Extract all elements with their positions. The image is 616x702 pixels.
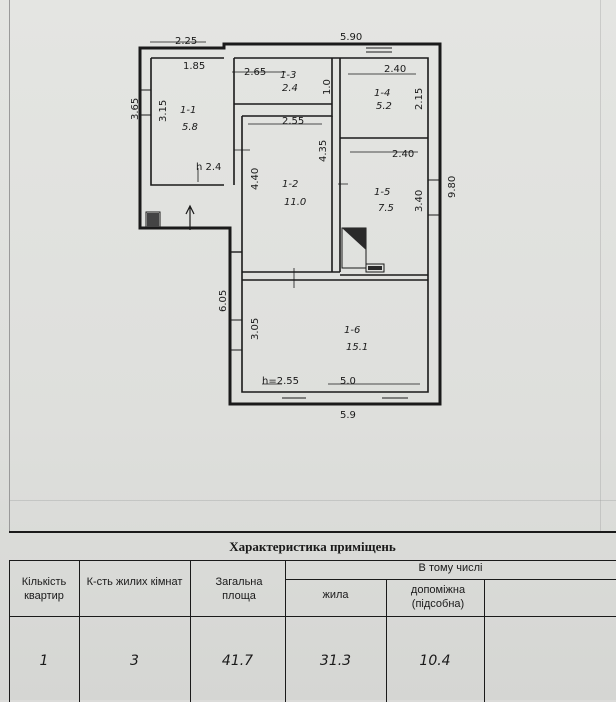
room-id: 1-5 (374, 187, 390, 198)
room-area: 2.4 (282, 83, 298, 94)
dimension-label: 9.80 (447, 176, 458, 198)
dimension-label: 1.85 (183, 61, 205, 72)
dimension-label: 2.15 (414, 88, 425, 110)
header-living: жила (322, 589, 349, 601)
table-col-divider (484, 579, 485, 702)
window-top (366, 43, 392, 53)
dimension-ticks (150, 41, 420, 385)
header-total-area: Загальна площа (215, 576, 263, 602)
table-title: Характеристика приміщень (229, 539, 396, 554)
dimension-label: 3.40 (414, 190, 425, 212)
window-right (428, 179, 440, 216)
header-living-rooms: К-сть жилих кімнат (86, 576, 183, 588)
room-1-2: 1-2 11.0 (282, 179, 306, 208)
dimension-label: 4.40 (250, 168, 261, 190)
wall-1-4-bottom (331, 58, 428, 272)
room-id: 1-3 (280, 70, 296, 81)
room-id: 1-2 (282, 179, 298, 190)
table-rule (285, 579, 616, 580)
room-1-3: 1-3 2.4 (280, 70, 298, 94)
dimension-label: 3.65 (130, 98, 141, 120)
entrance-arrow (185, 204, 195, 230)
dimension-label: h 2.4 (196, 162, 221, 173)
table-rule (9, 560, 616, 561)
dimension-label: 2.25 (175, 36, 197, 47)
room-area: 15.1 (346, 342, 368, 353)
table-col-divider (9, 560, 10, 702)
porch-step (145, 211, 161, 229)
floor-plan: 2.25 5.90 1.85 2.65 2.40 2.55 2.40 h 2.4… (130, 32, 458, 421)
room-area: 7.5 (378, 203, 394, 214)
header-apartments: Кількість квартир (21, 576, 67, 602)
room-id: 1-6 (344, 325, 360, 336)
wall-1-5-bottom (242, 271, 428, 281)
window-bottom (282, 391, 306, 405)
room-1-4: 1-4 5.2 (374, 88, 392, 112)
value-apartments: 1 (39, 653, 49, 669)
window-left-1 (140, 89, 151, 116)
table-col-divider (285, 560, 286, 702)
room-area: 5.2 (376, 101, 392, 112)
table-col-divider (386, 579, 387, 702)
dimension-label: 3.05 (250, 318, 261, 340)
stove-pipe-fill (368, 266, 382, 270)
stove-shade (342, 228, 366, 250)
value-auxiliary: 10.4 (419, 653, 451, 669)
table-col-divider (79, 560, 80, 702)
outer-wall (138, 42, 442, 406)
faint-line-bottom (9, 500, 616, 501)
dimension-label: h=2.55 (262, 376, 299, 387)
dimension-label: 5.90 (340, 32, 362, 43)
porch-step-fill (147, 213, 159, 227)
header-including: В тому числі (418, 562, 483, 574)
dimension-label: 1.0 (322, 79, 333, 95)
table-rule (9, 616, 616, 617)
room-1-6: 1-6 15.1 (344, 325, 368, 353)
wall-1-3 (233, 58, 332, 185)
value-living: 31.3 (319, 653, 352, 669)
dimension-label: 4.35 (318, 140, 329, 162)
room-area: 5.8 (182, 122, 198, 133)
inner-outline (150, 57, 429, 393)
room-id: 1-1 (180, 105, 196, 116)
dimension-label: 5.9 (340, 410, 356, 421)
room-1-1: 1-1 5.8 (180, 105, 198, 133)
room-area: 11.0 (284, 197, 306, 208)
dimension-label: 6.05 (218, 290, 229, 312)
header-auxiliary: допоміжна(підсобна) (410, 584, 466, 610)
room-id: 1-4 (374, 88, 390, 99)
faint-line-right (600, 0, 601, 531)
characteristics-table: Характеристика приміщень Кількість кварт… (9, 531, 616, 702)
dimension-label: 2.40 (384, 64, 406, 75)
stove-pipe (365, 263, 385, 273)
dimension-label: 2.55 (282, 116, 304, 127)
table-col-divider (190, 560, 191, 702)
dimension-label: 2.65 (244, 67, 266, 78)
value-living-rooms: 3 (130, 653, 139, 669)
room-1-5: 1-5 7.5 (374, 187, 394, 214)
window-bottom-2 (382, 391, 408, 405)
dimension-label: 3.15 (158, 100, 169, 122)
dimension-label: 2.40 (392, 149, 414, 160)
dimension-label: 5.0 (340, 376, 356, 387)
margin-line-left (9, 0, 10, 531)
window-left-2 (230, 319, 242, 351)
value-total-area: 41.7 (221, 653, 254, 669)
